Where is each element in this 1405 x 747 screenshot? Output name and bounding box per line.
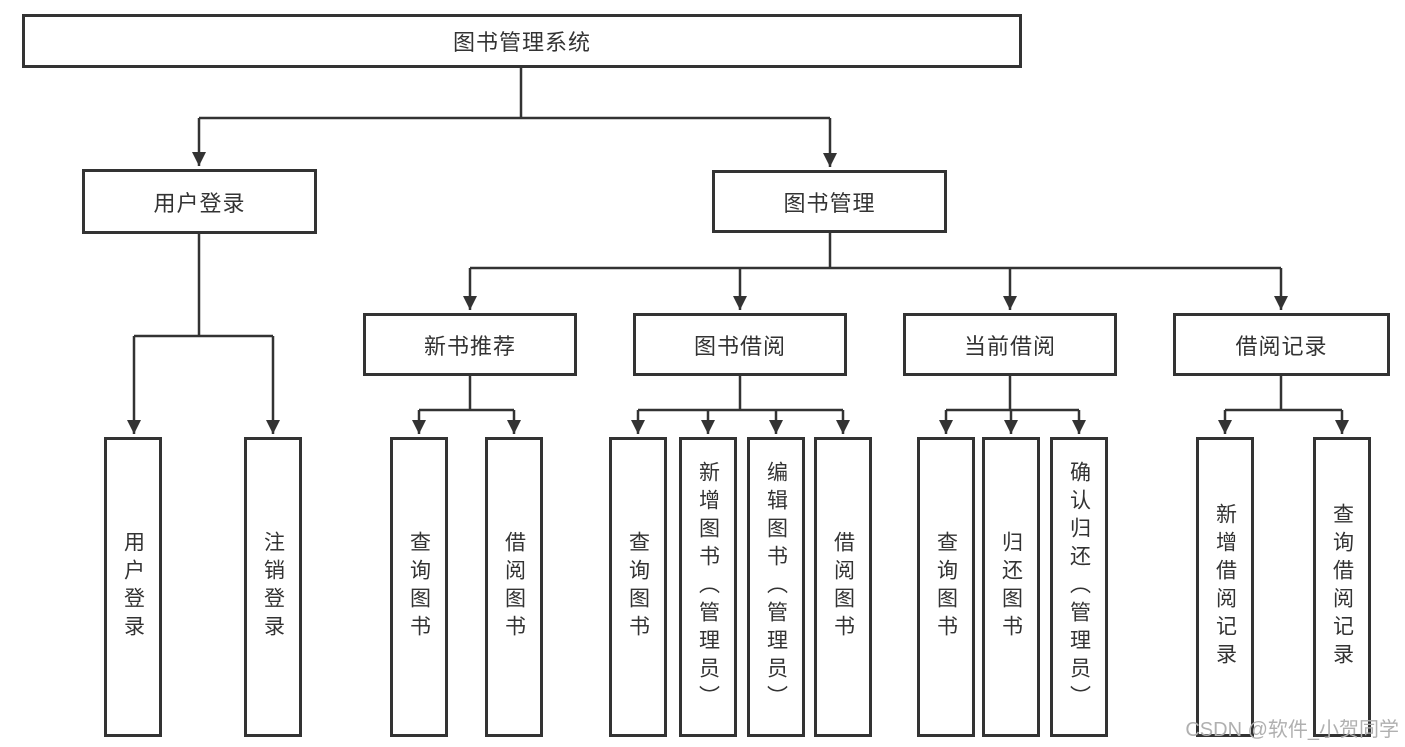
leaf-logout-label: 注销登录	[261, 531, 285, 643]
node-book-management-branch: 图书管理	[712, 170, 947, 233]
leaf-query-borrow-record: 查询借阅记录	[1313, 437, 1371, 737]
leaf-user-login-label: 用户登录	[121, 531, 145, 643]
node-borrowing-records: 借阅记录	[1173, 313, 1390, 376]
leaf-edit-book-admin: 编辑图书（管理员）	[747, 437, 805, 737]
leaf-borrow-books-recommend: 借阅图书	[485, 437, 543, 737]
leaf-confirm-return-admin: 确认归还（管理员）	[1050, 437, 1108, 737]
leaf-logout: 注销登录	[244, 437, 302, 737]
leaf-add-book-admin: 新增图书（管理员）	[679, 437, 737, 737]
leaf-query-books-current-label: 查询图书	[934, 531, 958, 643]
leaf-borrow-books-recommend-label: 借阅图书	[502, 531, 526, 643]
node-user-login-branch: 用户登录	[82, 169, 317, 234]
node-current-borrowing-label: 当前借阅	[963, 333, 1056, 359]
leaf-add-book-admin-label: 新增图书（管理员）	[696, 461, 720, 713]
node-root-system: 图书管理系统	[22, 14, 1022, 68]
node-borrowing-records-label: 借阅记录	[1235, 333, 1328, 359]
leaf-query-books-current: 查询图书	[917, 437, 975, 737]
node-root-label: 图书管理系统	[452, 30, 591, 55]
leaf-borrow-books-borrowing: 借阅图书	[814, 437, 872, 737]
leaf-return-books: 归还图书	[982, 437, 1040, 737]
leaf-edit-book-admin-label: 编辑图书（管理员）	[764, 461, 788, 713]
leaf-query-books-borrowing-label: 查询图书	[626, 531, 650, 643]
leaf-query-books-borrowing: 查询图书	[609, 437, 667, 737]
node-book-management-branch-label: 图书管理	[783, 190, 876, 216]
leaf-query-borrow-record-label: 查询借阅记录	[1330, 503, 1354, 671]
leaf-query-books-recommend: 查询图书	[390, 437, 448, 737]
leaf-confirm-return-admin-label: 确认归还（管理员）	[1067, 461, 1091, 713]
node-book-borrowing-label: 图书借阅	[693, 333, 786, 359]
csdn-watermark: CSDN @软件_小贺同学	[1185, 719, 1399, 741]
node-new-book-recommend-label: 新书推荐	[423, 333, 516, 359]
leaf-borrow-books-borrowing-label: 借阅图书	[831, 531, 855, 643]
leaf-user-login: 用户登录	[104, 437, 162, 737]
leaf-return-books-label: 归还图书	[999, 531, 1023, 643]
node-user-login-branch-label: 用户登录	[153, 190, 246, 216]
leaf-add-borrow-record-label: 新增借阅记录	[1213, 503, 1237, 671]
node-current-borrowing: 当前借阅	[903, 313, 1117, 376]
leaf-add-borrow-record: 新增借阅记录	[1196, 437, 1254, 737]
node-new-book-recommend: 新书推荐	[363, 313, 577, 376]
leaf-query-books-recommend-label: 查询图书	[407, 531, 431, 643]
node-book-borrowing: 图书借阅	[633, 313, 847, 376]
